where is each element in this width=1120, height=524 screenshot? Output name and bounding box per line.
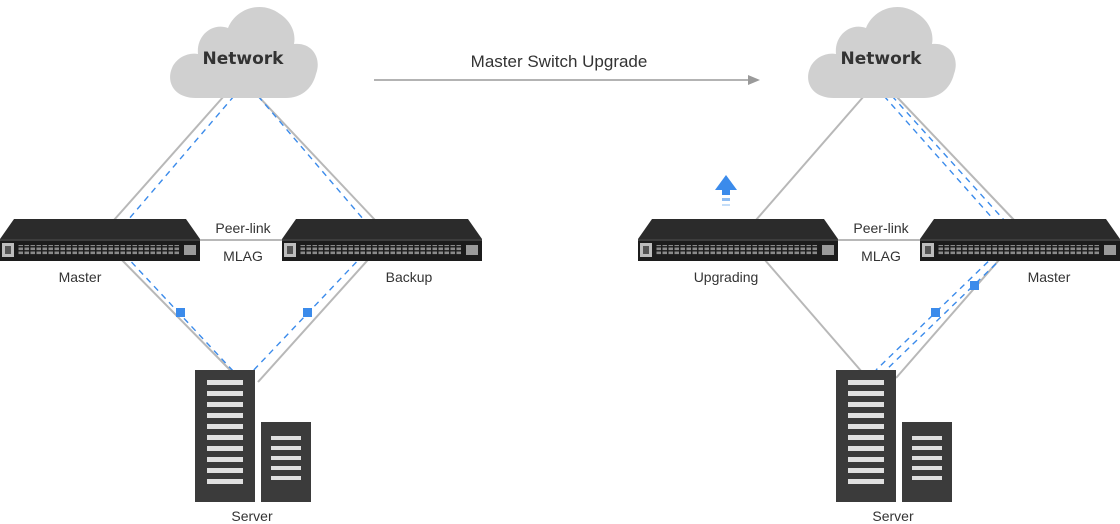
left-mlag-label: MLAG bbox=[223, 248, 263, 264]
left-links bbox=[113, 95, 376, 383]
left-topology: Network Peer-link MLAG Master Backup Ser… bbox=[0, 6, 482, 524]
left-path-marker bbox=[176, 308, 185, 317]
right-mlag-label: MLAG bbox=[861, 248, 901, 264]
left-master-switch bbox=[0, 219, 200, 261]
left-path-marker bbox=[303, 308, 312, 317]
right-traffic-paths bbox=[875, 95, 1005, 373]
left-server-label: Server bbox=[231, 508, 273, 524]
right-server-label: Server bbox=[872, 508, 914, 524]
right-upgrading-label: Upgrading bbox=[694, 269, 759, 285]
left-server-small bbox=[261, 422, 311, 502]
left-backup-switch bbox=[282, 219, 482, 261]
right-server-large bbox=[836, 370, 896, 502]
right-cloud-label: Network bbox=[841, 49, 923, 69]
right-links bbox=[755, 95, 1015, 379]
left-server-large bbox=[195, 370, 255, 502]
right-server-small bbox=[902, 422, 952, 502]
up-arrow-icon bbox=[715, 175, 737, 206]
right-peer-link-label: Peer-link bbox=[853, 220, 909, 236]
left-peer-link-label: Peer-link bbox=[215, 220, 271, 236]
left-master-label: Master bbox=[59, 269, 102, 285]
diagram-title: Master Switch Upgrade bbox=[471, 52, 648, 71]
upgrade-transition: Master Switch Upgrade bbox=[374, 52, 760, 85]
right-path-marker bbox=[931, 308, 940, 317]
transition-arrow-head bbox=[748, 75, 760, 85]
right-master-switch bbox=[920, 219, 1120, 261]
right-topology: Network Peer-link MLAG Upgrading Master … bbox=[638, 6, 1120, 524]
right-upgrading-switch bbox=[638, 219, 838, 261]
right-master-label: Master bbox=[1028, 269, 1071, 285]
left-backup-label: Backup bbox=[386, 269, 433, 285]
left-cloud-label: Network bbox=[203, 49, 285, 69]
right-path-marker bbox=[970, 281, 979, 290]
